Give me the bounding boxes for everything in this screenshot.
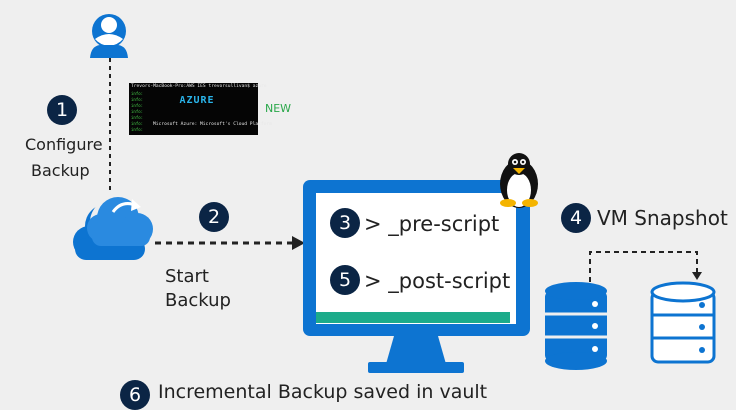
database-icon [545,282,607,370]
user-icon [90,14,128,58]
terminal-ok-mark: info: [131,109,144,114]
terminal-ok-mark: info: [131,121,144,126]
terminal-ok-mark: info: [131,127,144,132]
post-script-label: > _post-script [364,269,511,293]
snapshot-connector [589,251,698,282]
terminal-tagline: Microsoft Azure: Microsoft's Cloud Platf… [153,122,272,127]
terminal-ok-mark: info: [131,97,144,102]
start-backup-label: Backup [165,290,231,311]
azure-ascii-logo: AZURE [179,95,215,106]
start-backup-arrowhead [292,236,305,250]
step-3-badge: 3 [330,208,360,238]
terminal-ok-mark: info: [131,91,144,96]
terminal-ok-mark: info: [131,115,144,120]
step-5-badge: 5 [330,265,360,295]
step-2-badge: 2 [199,202,229,232]
monitor-icon [303,180,530,373]
start-label: Start [165,266,209,287]
linux-penguin-icon [500,153,538,208]
pre-script-label: > _pre-script [364,212,500,236]
snapshot-database-icon [650,281,716,364]
vm-snapshot-label: VM Snapshot [597,206,728,230]
step-4-badge: 4 [561,203,591,233]
step-6-badge: 6 [120,380,150,410]
cloud-backup-icon [73,197,153,260]
backup-label: Backup [31,161,90,180]
new-label: NEW [265,102,292,115]
terminal-ok-mark: info: [131,103,144,108]
step-1-badge: 1 [47,95,77,125]
screen-bar [316,312,510,323]
snapshot-arrowhead [692,272,702,280]
incremental-backup-label: Incremental Backup saved in vault [158,381,488,403]
backup-diagram: 1 2 3 4 5 6 Configure Backup Start Backu… [25,14,728,410]
azure-cli-terminal: Trevors-MacBook-Pro:AWS IES trevorsulliv… [129,83,272,135]
terminal-prompt: Trevors-MacBook-Pro:AWS IES trevorsulliv… [131,84,267,89]
configure-label: Configure [25,135,103,154]
diagram-graphics [73,14,716,373]
